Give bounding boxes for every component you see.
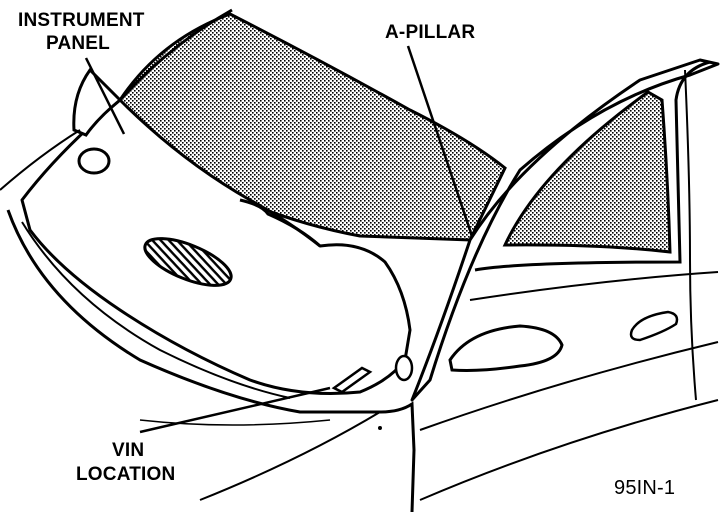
fastener-dot [378,426,382,430]
a-pillar-label: A-PILLAR [385,22,476,43]
figure-id-label: 95IN-1 [614,477,676,499]
vin-plate [331,366,373,394]
vin-location-label-line2: LOCATION [76,464,176,485]
pillar-grommet [394,354,414,382]
instrument-panel-label-line1: INSTRUMENT [18,10,145,31]
door-bottom-line [419,399,719,501]
side-mirror [448,324,564,372]
side-window-glass [502,90,672,254]
left-a-pillar [72,67,123,137]
hood-edge [199,411,381,501]
leader-vin-location [139,386,331,434]
left-roof-edge [0,129,81,191]
instrument-panel [20,98,412,395]
instrument-panel-label-line2: PANEL [46,33,110,54]
leader-a-pillar [406,45,474,237]
door-lower-line [419,341,719,431]
fender-edge [379,401,416,512]
door-rear-edge [684,69,697,401]
leader-instrument-panel [84,57,126,135]
door-handle [629,310,679,342]
right-a-pillar [410,58,720,402]
dash-speaker [77,147,111,175]
defroster-grille [143,237,233,287]
roof-edge [118,8,233,102]
door-frame [474,60,711,272]
cowl-bottom [139,419,331,426]
dash-cowl-inner [21,221,291,399]
dash-contour [239,198,322,248]
vin-location-label-line1: VIN [112,440,145,461]
door-belt-line [469,271,719,301]
